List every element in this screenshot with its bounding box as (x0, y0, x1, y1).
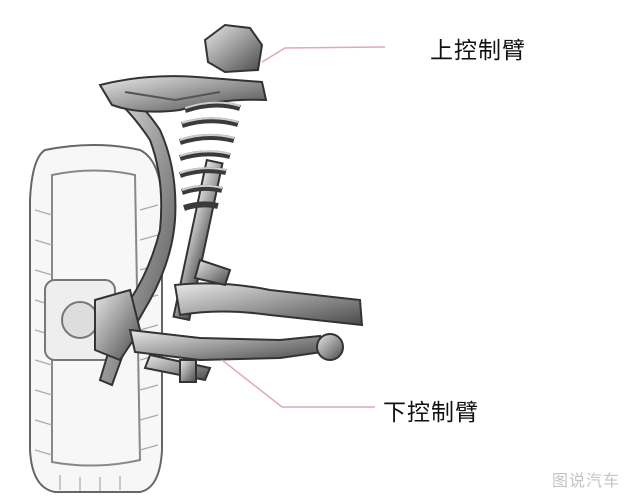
upper-control-arm (98, 75, 268, 113)
shock-absorber (172, 23, 264, 322)
lower-control-arm-label: 下控制臂 (383, 400, 479, 426)
lower-control-arm (128, 328, 344, 383)
subframe (173, 258, 364, 327)
coil-spring (179, 101, 241, 211)
coil-spring-highlight (179, 101, 241, 191)
lower-arm-leader-line (221, 359, 375, 408)
watermark: 图说汽车 (552, 471, 621, 490)
upper-control-arm-label: 上控制臂 (430, 38, 526, 64)
steering-knuckle (94, 86, 177, 387)
upper-arm-leader-line (261, 46, 386, 63)
